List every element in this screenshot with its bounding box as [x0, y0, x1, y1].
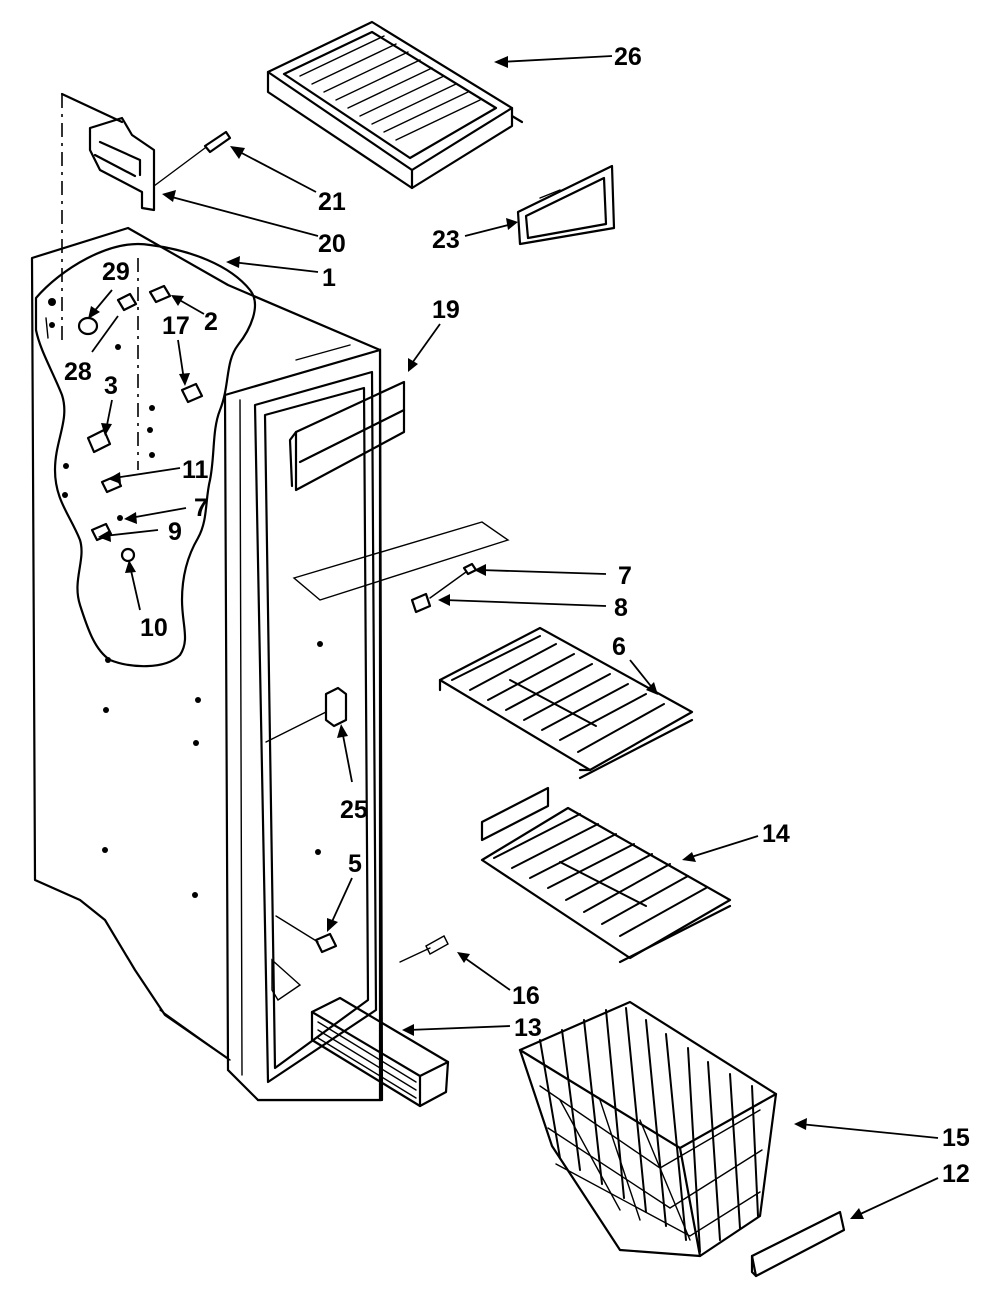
label-13: 13 [514, 1014, 542, 1042]
small-parts [265, 562, 478, 954]
info-card [292, 521, 510, 601]
label-17: 17 [162, 312, 190, 340]
liner-fittings [45, 284, 204, 563]
label-2: 2 [204, 308, 218, 336]
leader-arrows [88, 55, 939, 1219]
label-1: 1 [322, 264, 336, 292]
wire-basket [518, 1000, 778, 1258]
label-9: 9 [168, 518, 182, 546]
label-26: 26 [614, 43, 642, 71]
label-25: 25 [340, 796, 368, 824]
label-23: 23 [432, 226, 460, 254]
label-12: 12 [942, 1160, 970, 1188]
label-7-right: 7 [618, 562, 632, 590]
upper-trim [288, 380, 406, 492]
base-grille [310, 935, 450, 1108]
label-11: 11 [182, 456, 209, 484]
label-7-left: 7 [194, 494, 208, 522]
hinge-bracket [60, 92, 232, 212]
light-panel [516, 164, 616, 246]
basket-handle [750, 1210, 846, 1278]
wire-shelf-14 [480, 786, 732, 964]
label-10: 10 [140, 614, 168, 642]
label-16: 16 [512, 982, 540, 1010]
wire-shelf-6 [438, 626, 694, 780]
freezer-liner [30, 94, 384, 1102]
label-29: 29 [102, 258, 130, 286]
label-28: 28 [64, 358, 92, 386]
part-labels: 26 21 20 1 23 19 29 2 17 28 3 11 7 9 10 … [64, 43, 970, 1188]
label-3: 3 [104, 372, 118, 400]
label-20: 20 [318, 230, 346, 258]
label-8: 8 [614, 594, 628, 622]
label-19: 19 [432, 296, 460, 324]
top-grille [266, 20, 524, 190]
label-15: 15 [942, 1124, 970, 1152]
label-14: 14 [762, 820, 790, 848]
label-6: 6 [612, 633, 626, 661]
label-5: 5 [348, 850, 362, 878]
label-21: 21 [318, 188, 346, 216]
